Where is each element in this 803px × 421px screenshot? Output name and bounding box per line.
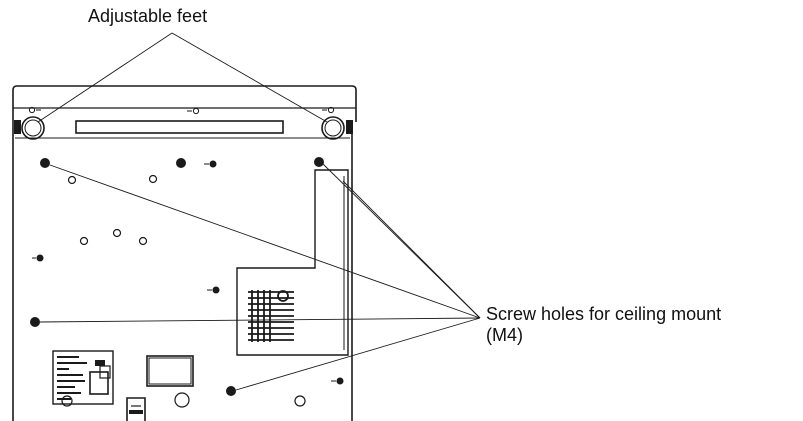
lower-connector [126,397,146,421]
front-bumper [12,85,357,122]
open-holes [61,174,306,408]
rating-label [52,350,114,405]
adjustable-feet-label: Adjustable feet [88,6,208,26]
lower-compartment [146,355,194,387]
lower-compartment-inner [148,357,192,385]
top-screw-markers [28,106,335,115]
side-panel [236,169,349,356]
screw-size-label: (M4) [486,325,523,345]
adjustable-foot-left [14,116,45,140]
screw-holes-label: Screw holes for ceiling mount [486,304,722,324]
screw-callout-lines [39,163,481,391]
vent-slot [75,120,284,134]
screw-markers [32,254,344,385]
feet-callout-lines [37,32,328,123]
ceiling-mount-screw-holes [30,157,324,396]
adjustable-foot-right [321,116,353,140]
projector-housing [12,122,353,421]
grille-round-hole [277,290,289,302]
small-screw [209,160,217,168]
